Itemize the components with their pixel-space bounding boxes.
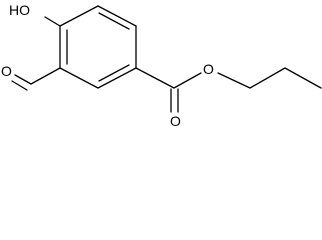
hydroxyl-bond <box>44 16 61 27</box>
ester-oxygen-bond-left <box>173 72 202 89</box>
ester-oxygen-label: O <box>203 61 214 77</box>
ring-double-bond-inner-1 <box>98 12 130 30</box>
ester-c-bond <box>135 67 175 89</box>
aldehyde-c-bond <box>30 67 61 85</box>
ring-bond-c1-c2 <box>59 5 99 27</box>
chemical-structure-diagram: HO O O O <box>1 2 322 129</box>
hydroxyl-label: HO <box>9 2 30 18</box>
aldehyde-double-bond-b <box>11 80 28 91</box>
ring-bond-c5-c6 <box>59 67 99 89</box>
benzene-ring <box>59 5 137 89</box>
carbonyl-oxygen-label: O <box>170 113 181 129</box>
propyl-bond-3 <box>284 67 322 89</box>
propyl-bond-2 <box>249 67 286 89</box>
ring-bond-c4-c5 <box>97 67 137 89</box>
ring-bond-c2-c3 <box>97 5 137 27</box>
aldehyde-double-bond-a <box>14 74 32 85</box>
ring-double-bond-inner-2 <box>98 64 130 82</box>
aldehyde-oxygen-label: O <box>1 63 12 79</box>
propyl-bond-1 <box>217 72 251 89</box>
